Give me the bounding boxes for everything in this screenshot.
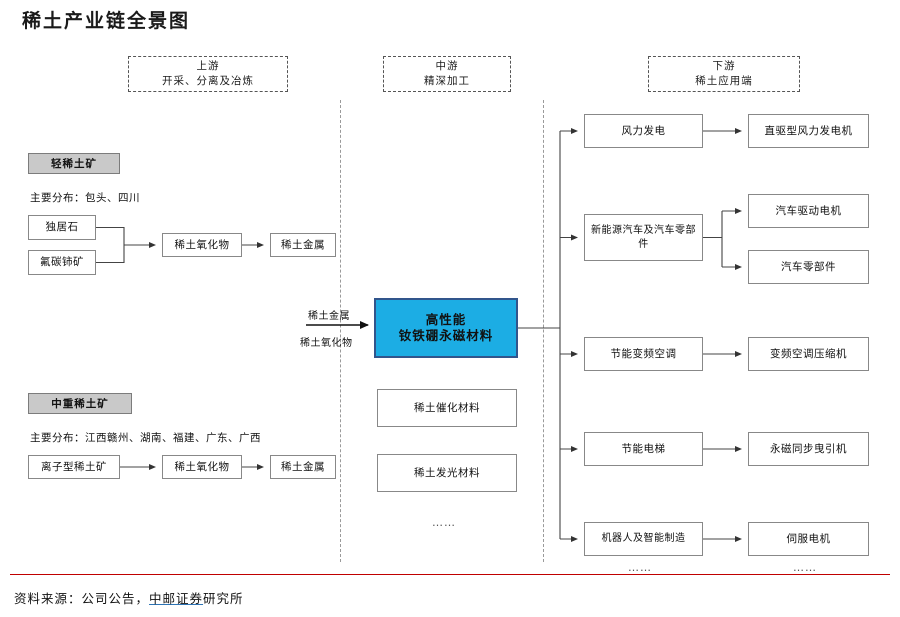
box-app-wind-power: 风力发电 — [584, 114, 703, 148]
box-heavy-rare-earth-oxide: 稀土氧化物 — [162, 455, 242, 479]
feed-label-rare-earth-metal: 稀土金属 — [308, 311, 350, 322]
divider-midstream-downstream — [543, 100, 544, 562]
box-product-ev-drive-motor: 汽车驱动电机 — [748, 194, 869, 228]
box-light-rare-earth-metal: 稀土金属 — [270, 233, 336, 257]
section-header-downstream-line1: 下游 — [712, 59, 736, 72]
section-header-downstream-line2: 稀土应用端 — [695, 75, 753, 87]
box-heavy-rare-earth-metal: 稀土金属 — [270, 455, 336, 479]
box-ore-monazite: 独居石 — [28, 215, 96, 240]
badge-medium-heavy-rare-earth-ore: 中重稀土矿 — [28, 393, 132, 414]
box-app-inverter-air-conditioner: 节能变频空调 — [584, 337, 703, 371]
downstream-product-ellipsis: …… — [793, 561, 817, 574]
box-product-direct-drive-wind-generator: 直驱型风力发电机 — [748, 114, 869, 148]
box-product-auto-parts: 汽车零部件 — [748, 250, 869, 284]
box-product-servo-motor: 伺服电机 — [748, 522, 869, 556]
source-note-institution: 中邮证券 — [149, 591, 204, 606]
box-app-energy-saving-elevator: 节能电梯 — [584, 432, 703, 466]
divider-upstream-midstream — [340, 100, 341, 562]
box-product-ac-compressor: 变频空调压缩机 — [748, 337, 869, 371]
box-rare-earth-luminescent-material: 稀土发光材料 — [377, 454, 517, 492]
light-ore-distribution: 主要分布：包头、四川 — [30, 192, 140, 204]
section-header-upstream: 上游 开采、分离及冶炼 — [128, 56, 288, 92]
highlight-line2: 钕铁硼永磁材料 — [398, 328, 494, 343]
feed-label-rare-earth-oxide: 稀土氧化物 — [300, 338, 353, 349]
highlight-line1: 高性能 — [425, 311, 467, 327]
section-header-midstream: 中游 精深加工 — [383, 56, 511, 92]
section-header-midstream-line1: 中游 — [435, 59, 459, 72]
box-app-robotics-smart-manufacturing: 机器人及智能制造 — [584, 522, 703, 556]
box-product-pm-synchronous-traction-machine: 永磁同步曳引机 — [748, 432, 869, 466]
section-header-upstream-line1: 上游 — [196, 59, 220, 72]
heavy-ore-distribution: 主要分布：江西赣州、湖南、福建、广东、广西 — [30, 432, 261, 444]
box-app-new-energy-vehicles: 新能源汽车及汽车零部件 — [584, 214, 703, 261]
box-light-rare-earth-oxide: 稀土氧化物 — [162, 233, 242, 257]
midstream-ellipsis: …… — [432, 516, 456, 529]
box-ionic-rare-earth-ore: 离子型稀土矿 — [28, 455, 120, 479]
box-rare-earth-catalytic-material: 稀土催化材料 — [377, 389, 517, 427]
box-ore-bastnaesite: 氟碳铈矿 — [28, 250, 96, 275]
section-header-downstream: 下游 稀土应用端 — [648, 56, 800, 92]
footer-divider-rule — [10, 574, 890, 575]
downstream-app-ellipsis: …… — [628, 561, 652, 574]
source-note: 资料来源：公司公告，中邮证券研究所 — [14, 588, 244, 607]
section-header-upstream-line2: 开采、分离及冶炼 — [162, 75, 254, 87]
source-note-prefix: 资料来源：公司公告， — [14, 591, 150, 606]
source-note-suffix: 研究所 — [203, 591, 244, 606]
box-high-performance-ndfeb-magnet: 高性能 钕铁硼永磁材料 — [374, 298, 518, 358]
page-title: 稀土产业链全景图 — [22, 10, 191, 32]
section-header-midstream-line2: 精深加工 — [424, 75, 470, 87]
badge-light-rare-earth-ore: 轻稀土矿 — [28, 153, 120, 174]
